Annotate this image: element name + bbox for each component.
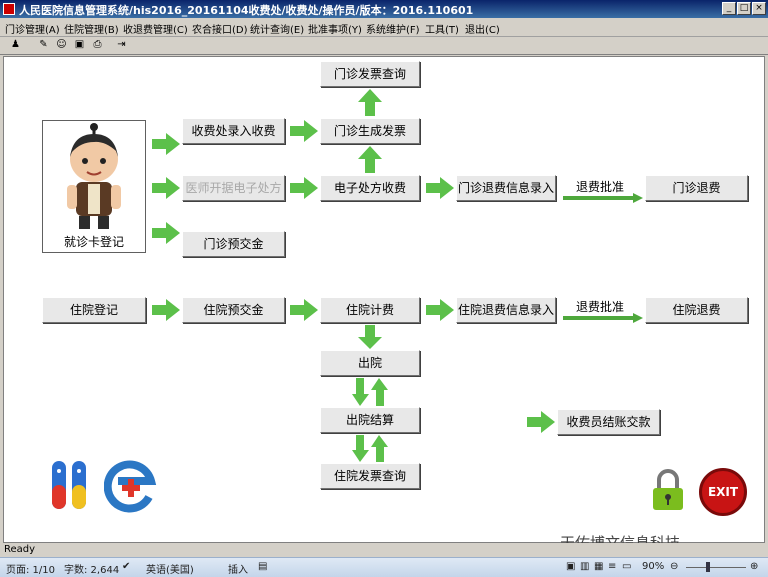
flow-arrow-right-icon bbox=[290, 120, 318, 142]
printer-icon[interactable]: ⎙ bbox=[93, 39, 102, 50]
minimize-button[interactable]: _ bbox=[722, 2, 736, 15]
outpatient-deposit-button[interactable]: 门诊预交金 bbox=[182, 231, 285, 257]
inpatient-billing-button[interactable]: 住院计费 bbox=[320, 297, 420, 323]
zoom-slider[interactable] bbox=[686, 567, 746, 568]
window-title: 人民医院信息管理系统/his2016_20161104收费处/收费处/操作员/版… bbox=[19, 4, 474, 17]
edit-icon[interactable]: ✎ bbox=[39, 39, 48, 50]
menu-bar: 门诊管理(A) 住院管理(B) 收退费管理(C) 农合接口(D) 统计查询(E)… bbox=[0, 18, 768, 37]
status-bar: Ready bbox=[0, 543, 768, 557]
zoom-in-icon[interactable]: ⊕ bbox=[750, 561, 759, 572]
app-icon bbox=[3, 3, 15, 15]
approval-arrow-icon bbox=[563, 313, 643, 323]
refund-approval-label: 退费批准 bbox=[576, 300, 625, 314]
flow-arrow-down-icon bbox=[358, 325, 382, 349]
user-icon[interactable]: ♟ bbox=[11, 39, 20, 50]
inpatient-refund-entry-button[interactable]: 住院退费信息录入 bbox=[456, 297, 556, 323]
exit-button[interactable]: EXIT bbox=[699, 468, 747, 516]
menu-outpatient[interactable]: 门诊管理(A) bbox=[5, 25, 60, 36]
patient-avatar-icon bbox=[67, 123, 121, 229]
status-text: Ready bbox=[4, 544, 36, 555]
outpatient-refund-entry-button[interactable]: 门诊退费信息录入 bbox=[456, 175, 556, 201]
flow-arrow-right-icon bbox=[426, 299, 454, 321]
menu-coop-interface[interactable]: 农合接口(D) bbox=[192, 25, 248, 36]
flow-arrow-up-icon bbox=[358, 89, 382, 116]
language-indicator[interactable]: 英语(美国) bbox=[146, 565, 194, 576]
lock-icon[interactable] bbox=[650, 468, 686, 512]
outpatient-invoice-query-button[interactable]: 门诊发票查询 bbox=[320, 61, 420, 87]
view-print-layout-icon[interactable]: ▣ bbox=[566, 561, 576, 572]
flow-arrow-right-icon bbox=[290, 299, 318, 321]
outpatient-generate-invoice-button[interactable]: 门诊生成发票 bbox=[320, 118, 420, 144]
view-outline-icon[interactable]: ≡ bbox=[608, 561, 617, 572]
flow-arrow-right-icon bbox=[290, 177, 318, 199]
flow-arrow-up-icon bbox=[358, 146, 382, 173]
cashier-entry-button[interactable]: 收费处录入收费 bbox=[182, 118, 285, 144]
card-registration-panel[interactable]: 就诊卡登记 bbox=[42, 120, 146, 253]
doctor-e-prescription-button[interactable]: 医师开据电子处方 bbox=[182, 175, 285, 201]
monitor-icon[interactable]: ▣ bbox=[74, 39, 85, 50]
menu-charge-refund[interactable]: 收退费管理(C) bbox=[123, 25, 188, 36]
flow-arrow-updown-icon bbox=[352, 378, 388, 406]
pills-logo-icon bbox=[52, 461, 86, 509]
e-prescription-charge-button[interactable]: 电子处方收费 bbox=[320, 175, 420, 201]
flow-arrow-right-icon bbox=[152, 299, 180, 321]
flow-arrow-updown-icon bbox=[352, 435, 388, 462]
menu-statistics[interactable]: 统计查询(E) bbox=[250, 25, 305, 36]
menu-approvals[interactable]: 批准事项(Y) bbox=[308, 25, 362, 36]
spellcheck-icon[interactable]: ✔ bbox=[122, 561, 131, 572]
menu-inpatient[interactable]: 住院管理(B) bbox=[64, 25, 119, 36]
menu-maintenance[interactable]: 系统维护(F) bbox=[366, 25, 420, 36]
inpatient-refund-button[interactable]: 住院退费 bbox=[645, 297, 748, 323]
zoom-level[interactable]: 90% bbox=[642, 561, 665, 572]
menu-tools[interactable]: 工具(T) bbox=[425, 25, 459, 36]
page-indicator[interactable]: 页面: 1/10 bbox=[6, 565, 56, 576]
flow-arrow-right-icon bbox=[426, 177, 454, 199]
medical-e-logo-icon bbox=[104, 460, 157, 513]
inpatient-registration-button[interactable]: 住院登记 bbox=[42, 297, 146, 323]
inpatient-invoice-query-button[interactable]: 住院发票查询 bbox=[320, 463, 420, 489]
zoom-out-icon[interactable]: ⊖ bbox=[670, 561, 679, 572]
close-button[interactable]: × bbox=[752, 2, 766, 15]
flow-arrow-right-icon bbox=[152, 177, 180, 199]
insert-mode[interactable]: 插入 bbox=[228, 565, 248, 576]
toolbar: ♟ ✎ ☺ ▣ ⎙ ⇥ bbox=[0, 37, 768, 55]
zoom-slider-thumb[interactable] bbox=[706, 562, 710, 572]
outpatient-refund-button[interactable]: 门诊退费 bbox=[645, 175, 748, 201]
maximize-button[interactable]: □ bbox=[737, 2, 751, 15]
exit-door-icon[interactable]: ⇥ bbox=[117, 39, 126, 50]
flow-arrow-right-icon bbox=[527, 411, 555, 433]
refund-approval-label: 退费批准 bbox=[576, 180, 625, 194]
menu-exit[interactable]: 退出(C) bbox=[465, 25, 500, 36]
flow-arrow-right-icon bbox=[152, 222, 180, 244]
inpatient-deposit-button[interactable]: 住院预交金 bbox=[182, 297, 285, 323]
view-web-icon[interactable]: ▦ bbox=[594, 561, 604, 572]
view-draft-icon[interactable]: ▭ bbox=[622, 561, 632, 572]
card-registration-label: 就诊卡登记 bbox=[63, 235, 124, 249]
word-count[interactable]: 字数: 2,644 bbox=[64, 565, 120, 576]
cashier-settlement-button[interactable]: 收费员结账交款 bbox=[557, 409, 660, 435]
discharge-button[interactable]: 出院 bbox=[320, 350, 420, 376]
discharge-settlement-button[interactable]: 出院结算 bbox=[320, 407, 420, 433]
smiley-icon[interactable]: ☺ bbox=[56, 39, 67, 50]
view-reading-icon[interactable]: ▥ bbox=[580, 561, 590, 572]
title-bar: 人民医院信息管理系统/his2016_20161104收费处/收费处/操作员/版… bbox=[0, 0, 768, 18]
macro-icon[interactable]: ▤ bbox=[258, 561, 268, 572]
approval-arrow-icon bbox=[563, 193, 643, 203]
flow-arrow-right-icon bbox=[152, 133, 180, 155]
document-status-bar: 页面: 1/10 字数: 2,644 ✔ 英语(美国) 插入 ▤ ▣ ▥ ▦ ≡… bbox=[0, 557, 768, 577]
